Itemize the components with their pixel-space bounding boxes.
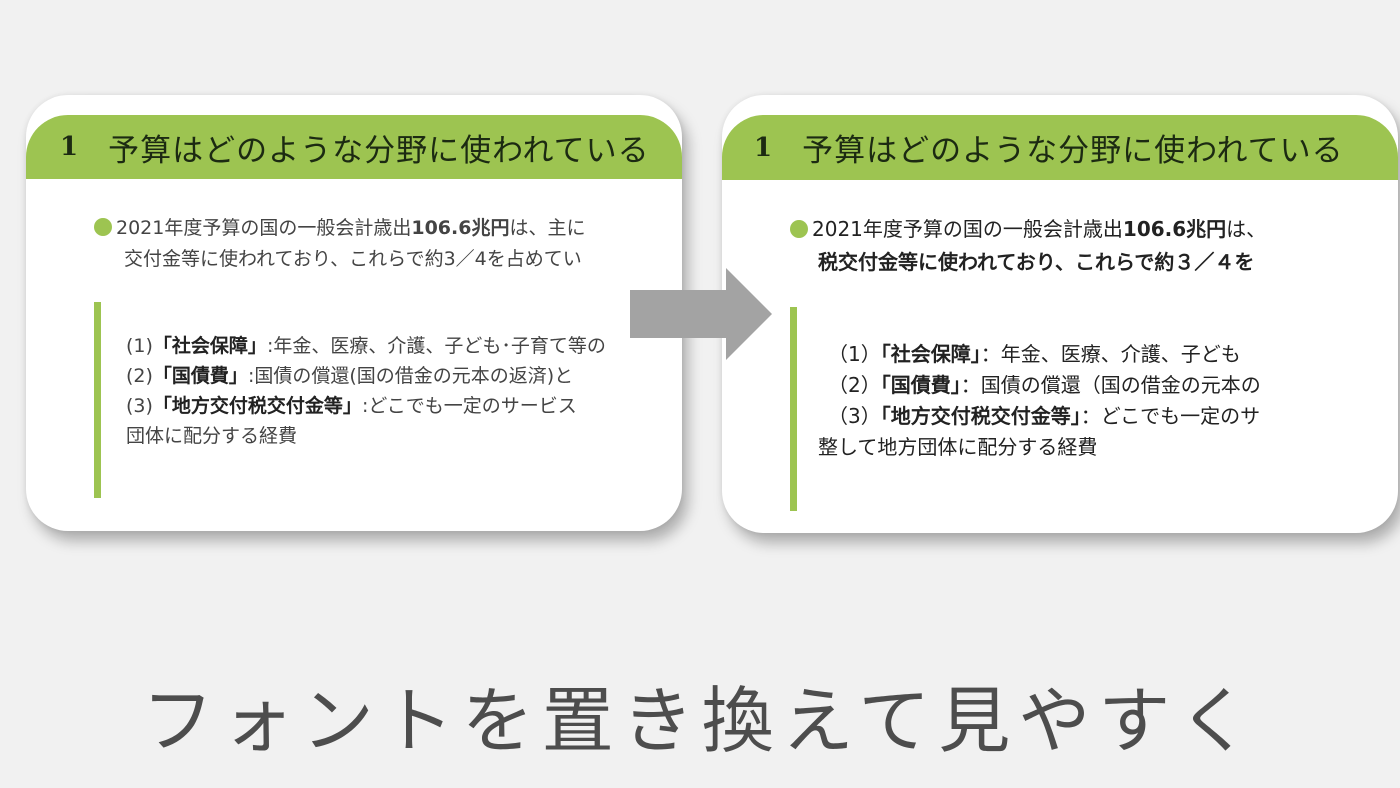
intro-paragraph: 2021年度予算の国の一般会計歳出106.6兆円は、主に 交付金等に使われており… <box>94 213 585 275</box>
section-number: 1 <box>60 132 79 162</box>
item-text: :年金、医療、介護、子ども･子育て等の <box>266 335 606 357</box>
section-header: 1 予算はどのような分野に使われている <box>722 115 1398 180</box>
item-label: 「国債費」 <box>880 373 961 397</box>
intro-amount: 106.6兆円 <box>411 217 510 239</box>
accent-bar <box>790 307 797 511</box>
item-text: :国債の償還(国の借金の元本の返済)と <box>247 365 574 387</box>
list-item: （3）「地方交付税交付金等」：どこでも一定のサ <box>818 401 1261 432</box>
before-panel: 1 予算はどのような分野に使われている 2021年度予算の国の一般会計歳出106… <box>26 95 682 531</box>
intro-line1-suffix: は、 <box>1226 217 1267 241</box>
list-item: (3)「地方交付税交付金等」:どこでも一定のサービス <box>126 391 606 421</box>
item-text: ：国債の償還（国の借金の元本の <box>960 373 1261 397</box>
item-index: (2) <box>126 365 153 387</box>
item-label: 「社会保障」 <box>880 342 981 366</box>
intro-line1-prefix: 2021年度予算の国の一般会計歳出 <box>116 217 412 239</box>
intro-paragraph: 2021年度予算の国の一般会計歳出106.6兆円は、 税交付金等に使われており、… <box>790 213 1266 279</box>
right-arrow-icon <box>630 268 772 360</box>
after-panel: 1 予算はどのような分野に使われている 2021年度予算の国の一般会計歳出106… <box>722 95 1398 533</box>
intro-line2: 交付金等に使われており、これらで約3／4を占めてい <box>124 248 582 270</box>
list-continuation: 団体に配分する経費 <box>126 425 298 447</box>
item-index: （3） <box>828 404 881 428</box>
item-label: 「社会保障」 <box>152 335 267 357</box>
section-header: 1 予算はどのような分野に使われている <box>26 115 682 179</box>
item-index: （1） <box>828 342 881 366</box>
item-label: 「国債費」 <box>152 365 248 387</box>
item-label: 「地方交付税交付金等」 <box>880 404 1081 428</box>
bullet-dot-icon <box>790 220 808 238</box>
category-list: (1)「社会保障」:年金、医療、介護、子ども･子育て等の (2)「国債費」:国債… <box>126 331 606 451</box>
intro-line1-suffix: は、主に <box>509 217 586 239</box>
item-text: ：年金、医療、介護、子ども <box>980 342 1241 366</box>
accent-bar <box>94 302 101 498</box>
list-continuation: 整して地方団体に配分する経費 <box>818 435 1098 459</box>
list-item: （1）「社会保障」：年金、医療、介護、子ども <box>818 339 1261 370</box>
list-item: （2）「国債費」：国債の償還（国の借金の元本の <box>818 370 1261 401</box>
intro-amount: 106.6兆円 <box>1122 217 1227 241</box>
item-label: 「地方交付税交付金等」 <box>152 395 362 417</box>
list-item: (2)「国債費」:国債の償還(国の借金の元本の返済)と <box>126 361 606 391</box>
item-index: （2） <box>828 373 881 397</box>
bullet-dot-icon <box>94 218 112 236</box>
item-text: ：どこでも一定のサ <box>1080 404 1261 428</box>
section-title: 予算はどのような分野に使われている <box>802 133 1344 169</box>
category-list: （1）「社会保障」：年金、医療、介護、子ども （2）「国債費」：国債の償還（国の… <box>818 339 1261 463</box>
item-index: (1) <box>126 335 153 357</box>
section-title: 予算はどのような分野に使われている <box>108 132 650 169</box>
item-text: :どこでも一定のサービス <box>361 395 577 417</box>
list-item: (1)「社会保障」:年金、医療、介護、子ども･子育て等の <box>126 331 606 361</box>
intro-line1-prefix: 2021年度予算の国の一般会計歳出 <box>812 217 1123 241</box>
section-number: 1 <box>754 132 773 163</box>
caption-heading: フォントを置き換えて見やすく <box>141 679 1259 763</box>
intro-line2: 税交付金等に使われており、これらで約３／４を <box>818 250 1255 274</box>
item-index: (3) <box>126 395 153 417</box>
